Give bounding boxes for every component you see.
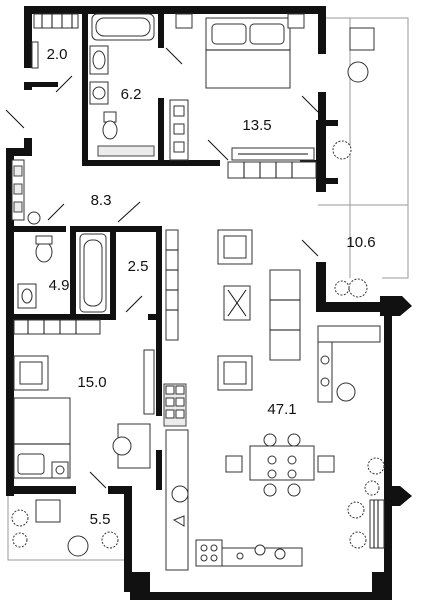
coffee-table <box>223 285 251 321</box>
kitchen-counter-bottom <box>221 544 303 567</box>
area-label-balcony-2: 5.5 <box>90 511 111 528</box>
balcony-1-furniture <box>332 27 375 298</box>
armchair-living-top <box>217 229 253 265</box>
area-label-balcony-1: 10.6 <box>346 234 375 251</box>
bathtub-2 <box>79 233 107 313</box>
area-label-pantry: 2.0 <box>47 46 68 63</box>
double-bed-1 <box>205 17 291 89</box>
tv-cabinet <box>317 325 381 403</box>
dining-chairs <box>225 433 335 497</box>
hallway-wardrobe <box>11 159 41 225</box>
corridor-storage <box>165 229 179 341</box>
area-label-bedroom-1: 13.5 <box>242 117 271 134</box>
area-label-hallway: 8.3 <box>91 192 112 209</box>
bedside-tables-1 <box>175 13 305 29</box>
sink-2 <box>17 283 37 309</box>
bedroom-2-window-storage <box>13 319 101 335</box>
toilet-2 <box>35 235 53 263</box>
armchair-bedroom-2 <box>13 355 49 391</box>
bathroom-1-shelves <box>97 99 189 161</box>
stove <box>195 539 223 567</box>
area-label-toilet: 2.5 <box>128 258 149 275</box>
wardrobe-bedroom-1 <box>231 147 315 161</box>
walls <box>6 6 412 600</box>
living-plants <box>347 457 385 549</box>
sink-1 <box>89 45 109 75</box>
area-label-bathroom-2: 4.9 <box>49 277 70 294</box>
area-label-living-kitchen: 47.1 <box>267 401 296 418</box>
area-label-bathroom-1: 6.2 <box>121 86 142 103</box>
area-label-bedroom-2: 15.0 <box>77 374 106 391</box>
piano <box>369 499 385 549</box>
sofa <box>269 269 301 361</box>
washer-1 <box>89 81 109 105</box>
bedroom-1-window-storage <box>227 161 317 179</box>
bathtub-1 <box>91 13 155 41</box>
armchair-living-bottom <box>217 355 253 391</box>
dining-table <box>249 445 315 481</box>
desk-bedroom-2 <box>112 349 155 469</box>
kitchen-cabinets <box>163 383 189 571</box>
nightstand-2 <box>51 461 69 479</box>
balcony-2-furniture <box>11 499 119 557</box>
door-lines <box>5 47 319 489</box>
pantry-shelf <box>31 13 79 69</box>
toilet-1 <box>102 111 118 140</box>
